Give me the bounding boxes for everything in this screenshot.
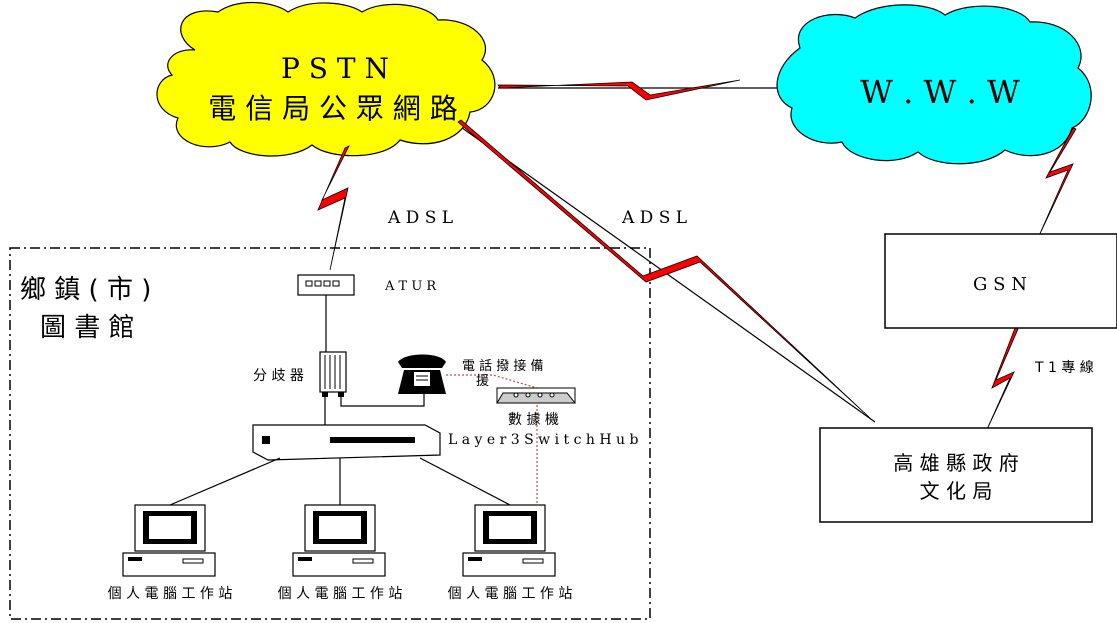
atur-device	[297, 274, 355, 296]
pc-2-label: 個 人 電 腦 工 作 站	[278, 586, 403, 602]
phone-backup-label-line1: 電 話 撥 接 備	[462, 358, 544, 374]
pstn-cloud	[156, 1, 496, 157]
gsn-label: G S N	[973, 274, 1027, 295]
bureau-name-label: 高 雄 縣 政 府	[893, 451, 1018, 475]
lightning-www-gsn	[1037, 127, 1077, 239]
phone-backup-label-line2: 援	[476, 374, 489, 389]
switch-pc3-line	[419, 457, 511, 506]
modem-device	[496, 387, 577, 404]
www-label: W . W . W	[860, 73, 1020, 111]
adsl-left-label: A D S L	[387, 208, 453, 228]
pc-1-label: 個 人 電 腦 工 作 站	[108, 586, 233, 602]
splitter-label: 分 歧 器	[253, 368, 304, 384]
lightning-pstn-www	[497, 79, 741, 101]
bureau-dept-label: 文 化 局	[920, 479, 993, 503]
lightning-pstn-atur	[317, 145, 350, 271]
modem-label: 數 據 機	[508, 412, 559, 428]
splitter-phone-line	[340, 393, 425, 407]
library-title-line2: 圖 書 館	[40, 313, 135, 343]
atur-label: A T U R	[384, 279, 437, 294]
telephone-icon	[398, 354, 446, 394]
pc-3-label: 個 人 電 腦 工 作 站	[448, 586, 573, 602]
lightning-gsn-bureau	[982, 327, 1019, 439]
pstn-label: P S T N	[281, 52, 389, 85]
switch-pc1-line	[169, 457, 281, 506]
switch-label: L a y e r 3 S w i t c h H u b	[448, 432, 639, 448]
pc-2-icon	[292, 504, 386, 577]
gsn-box	[884, 233, 1117, 329]
pstn-network-label: 電 信 局 公 眾 網 路	[208, 92, 457, 125]
splitter-device	[319, 351, 347, 397]
lightning-pstn-bureau	[457, 119, 871, 419]
pc-1-icon	[122, 504, 216, 577]
www-cloud	[776, 4, 1092, 165]
library-title-line1: 鄉 鎮 ( 市 )	[20, 275, 151, 305]
switch-device	[252, 424, 441, 461]
pc-3-icon	[462, 504, 556, 577]
library-boundary	[9, 247, 651, 620]
adsl-right-label: A D S L	[621, 208, 687, 228]
t1-line-label: T 1 專 線	[1034, 360, 1094, 376]
phone-backup-dotted-line	[446, 374, 538, 389]
bureau-box	[819, 427, 1093, 523]
